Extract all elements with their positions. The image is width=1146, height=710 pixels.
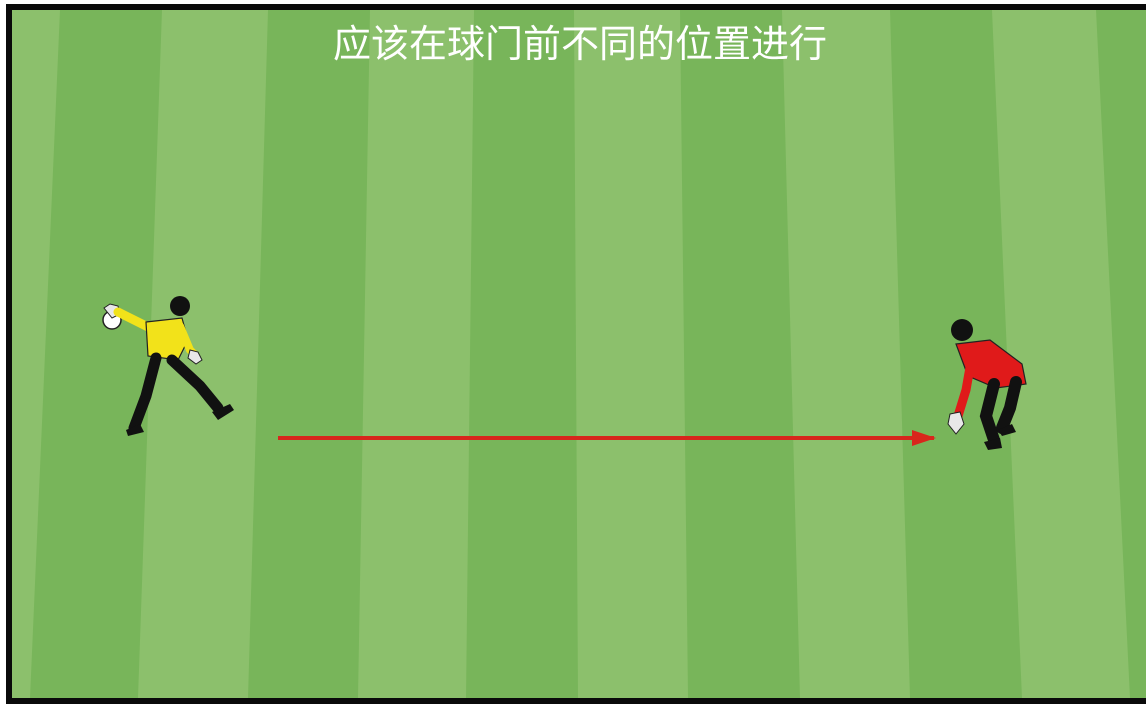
arm: [953, 351, 977, 421]
grass-stripe: [890, 10, 1022, 698]
leg: [979, 378, 1000, 446]
glove-icon: [187, 349, 203, 365]
goalkeeper-red: [947, 319, 1027, 450]
head: [170, 296, 190, 316]
glove-icon: [947, 411, 965, 435]
goalkeeper-yellow: [102, 296, 234, 436]
grass-stripe: [1096, 10, 1146, 698]
drill-caption: 应该在球门前不同的位置进行: [332, 22, 827, 66]
grass-stripe: [30, 10, 162, 698]
leg: [996, 376, 1022, 434]
grass-stripe: [248, 10, 370, 698]
grass-stripe: [680, 10, 800, 698]
grass-stripes: [12, 10, 1146, 698]
leg: [128, 352, 162, 434]
grass-stripe: [466, 10, 578, 698]
head: [951, 319, 973, 341]
leg: [166, 354, 224, 414]
